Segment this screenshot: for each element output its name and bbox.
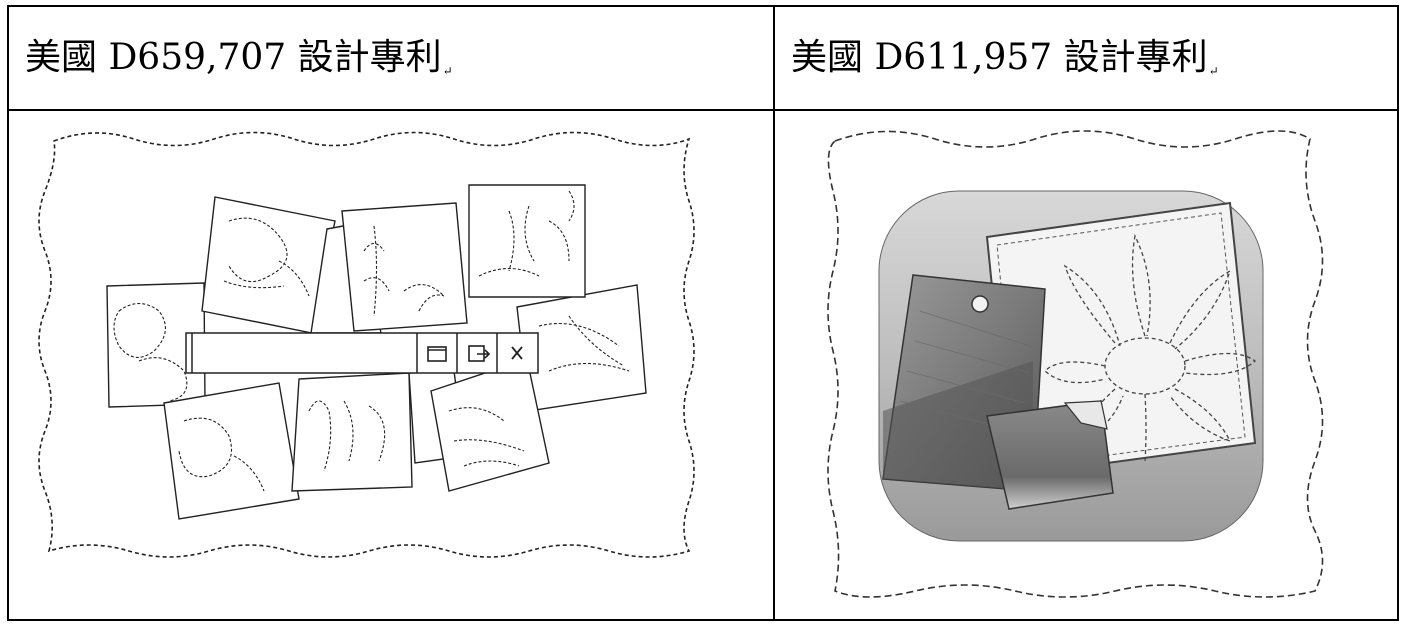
right-patent-drawing (775, 111, 1397, 619)
paragraph-mark: ↵ (442, 64, 453, 78)
right-header-cell: 美國 D611,957 設計專利↵ (791, 33, 1219, 96)
flower-icon (1044, 233, 1257, 462)
close-icon (511, 346, 523, 360)
patent-comparison-table: 美國 D659,707 設計專利↵ 美國 D611,957 設計專利↵ (7, 5, 1399, 621)
quilt-card (291, 372, 413, 492)
window-icon (427, 346, 447, 362)
column-divider (773, 7, 775, 619)
fabric-swatch (986, 400, 1114, 510)
export-icon (468, 345, 491, 362)
left-patent-drawing (9, 111, 773, 619)
left-header-cell: 美國 D659,707 設計專利↵ (25, 33, 453, 96)
row-divider (9, 109, 1397, 111)
wavy-dashed-border (827, 130, 1324, 598)
toolbar-bar (185, 332, 539, 374)
quilt-card (341, 202, 468, 332)
paragraph-mark: ↵ (1208, 64, 1219, 78)
wavy-dashed-border (38, 131, 695, 558)
tag-hole (971, 295, 989, 313)
quilt-card (468, 184, 586, 298)
left-patent-title: 美國 D659,707 設計專利 (25, 37, 442, 78)
right-patent-title: 美國 D611,957 設計專利 (791, 37, 1208, 78)
